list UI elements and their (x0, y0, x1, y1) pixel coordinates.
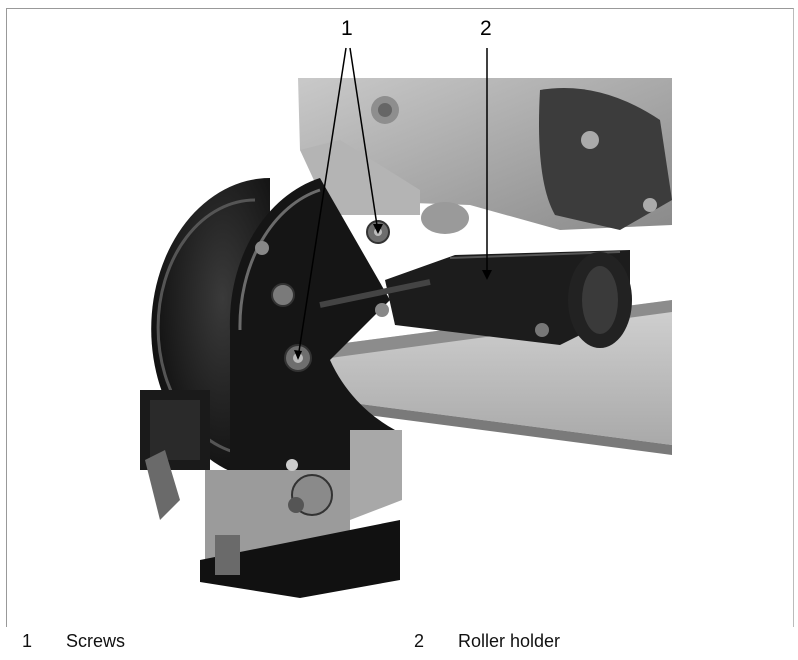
legend-number: 1 (22, 631, 33, 651)
figure-frame (6, 8, 794, 627)
front-disk (229, 178, 395, 500)
legend-number: 2 (414, 631, 425, 651)
housing-cover (539, 88, 672, 230)
legend-item-roller-holder: 2 Roller holder (414, 631, 560, 652)
legend-item-screws: 1 Screws (22, 631, 125, 652)
legend-label: Screws (66, 631, 126, 651)
legend-label: Roller holder (458, 631, 561, 651)
equipment-photo (140, 47, 672, 598)
callout-1-label: 1 (341, 17, 353, 40)
callout-2-label: 2 (480, 17, 492, 40)
callout-1-leader-b (297, 47, 347, 359)
callout-1-leader-a (349, 47, 379, 233)
roller-holder-arm (385, 250, 630, 345)
